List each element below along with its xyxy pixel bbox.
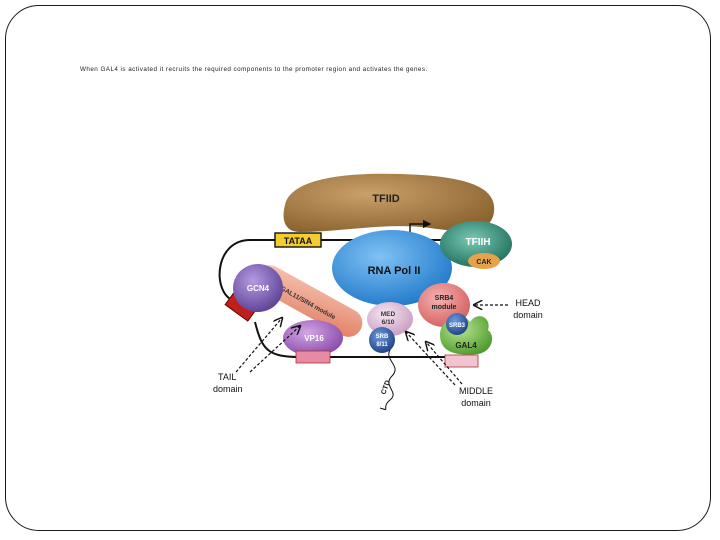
srb-8-11-label-2: 8/11 bbox=[376, 342, 388, 348]
middle-domain-arrow-1 bbox=[406, 332, 456, 386]
srb-small-shape bbox=[446, 313, 468, 335]
tfiih-label: TFIIH bbox=[466, 237, 491, 248]
vp16-site-box bbox=[295, 350, 331, 364]
tail-domain-label-1: TAIL bbox=[218, 372, 236, 382]
gcn4-label: GCN4 bbox=[247, 284, 270, 293]
tfiid-label: TFIID bbox=[372, 193, 400, 205]
rna-pol-ii-label: RNA Pol II bbox=[368, 265, 421, 277]
slide-caption: When GAL4 is activated it recruits the r… bbox=[80, 66, 428, 73]
rna-pol-ii-shape bbox=[332, 230, 452, 306]
tail-domain-arrow-2 bbox=[249, 326, 300, 373]
tataa-label: TATAA bbox=[284, 236, 313, 246]
ctd-label: CTD bbox=[380, 380, 391, 396]
head-domain-label-2: domain bbox=[513, 310, 543, 320]
gal4-site-box bbox=[444, 354, 479, 368]
tataa-box bbox=[274, 232, 322, 248]
srb4-module-label-1: SRB4 bbox=[435, 295, 454, 302]
srb4-module-label-2: module bbox=[432, 304, 457, 311]
srb-8-11-shape bbox=[369, 327, 395, 353]
gcn4-shape bbox=[233, 264, 283, 312]
cak-label: CAK bbox=[476, 259, 491, 266]
ctd-tail bbox=[379, 349, 396, 411]
tail-domain-label-2: domain bbox=[213, 384, 243, 394]
med-label-2: 6/10 bbox=[382, 319, 395, 326]
tail-domain-arrow-1 bbox=[235, 318, 282, 373]
vp16-label: VP16 bbox=[304, 334, 324, 343]
middle-domain-label-2: domain bbox=[461, 398, 491, 408]
srb-8-11-label-1: SRB bbox=[376, 334, 389, 340]
srb-small-label: SRB3 bbox=[449, 323, 466, 329]
middle-domain-label-1: MIDDLE bbox=[459, 386, 493, 396]
head-domain-label-1: HEAD bbox=[515, 298, 541, 308]
tfiid-shape bbox=[283, 173, 495, 232]
middle-domain-arrow-2 bbox=[426, 342, 463, 385]
med-label-1: MED bbox=[381, 311, 396, 318]
gal4-label: GAL4 bbox=[455, 341, 477, 350]
cak-shape bbox=[468, 253, 500, 269]
